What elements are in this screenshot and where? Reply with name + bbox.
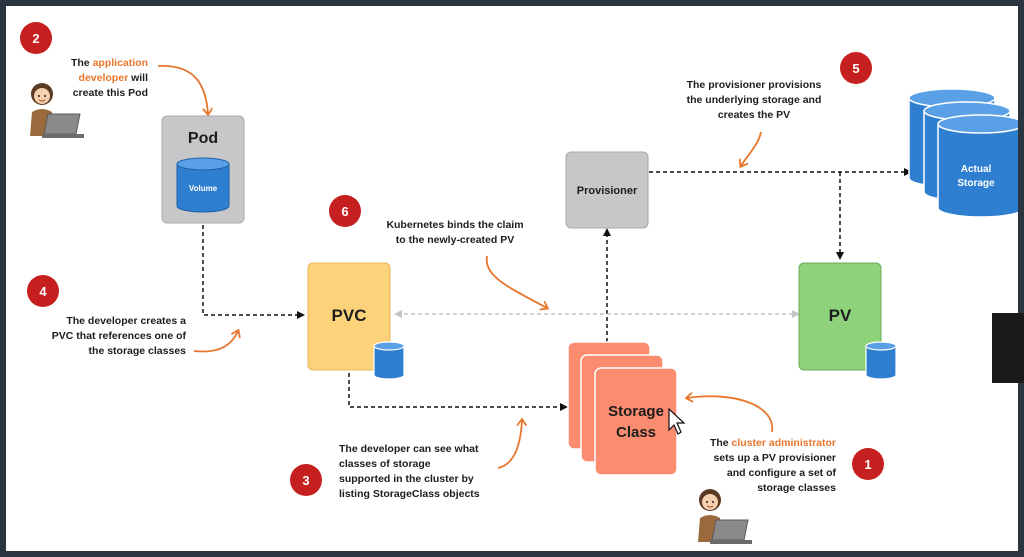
pvc-to-storageclass-connector (348, 373, 568, 411)
step-text: the underlying storage and (687, 94, 822, 106)
step-text: supported in the cluster by (339, 473, 474, 485)
diagram-canvas: Pod Volume Provisioner Actual Storage PV… (6, 6, 1018, 551)
pvc-node: PVC (307, 262, 405, 380)
step-text: storage classes (757, 482, 836, 494)
actual-storage-label-line1: Actual (961, 164, 992, 175)
step-text: The (710, 437, 732, 449)
step-text: The (71, 57, 93, 69)
step-text: sets up a PV provisioner (713, 452, 836, 464)
step-3-line: classes of storage (339, 458, 431, 470)
step-badge-2: 2 (20, 22, 52, 54)
dark-edge-strip (992, 313, 1024, 383)
step-3-line: listing StorageClass objects (339, 488, 480, 500)
administrator-avatar (698, 489, 752, 544)
step-text: The developer can see what (339, 443, 479, 455)
svg-text:2: 2 (32, 31, 39, 46)
step-6-description: Kubernetes binds the claim to the newly-c… (386, 219, 523, 246)
step-badge-4: 4 (27, 275, 59, 307)
storage-class-label-line2: Class (616, 424, 656, 441)
step-5-line: creates the PV (718, 109, 790, 121)
step-2-description: The application developer will create this… (71, 57, 148, 99)
kubernetes-storage-diagram: Pod Volume Provisioner Actual Storage PV… (20, 22, 1018, 544)
pvc-cylinder-icon (373, 341, 405, 380)
svg-text:5: 5 (852, 61, 859, 76)
step-2-line: The application (71, 57, 148, 69)
pointer-step-5 (741, 131, 762, 166)
step-badge-3: 3 (290, 464, 322, 496)
step-2-line: create this Pod (73, 87, 148, 99)
step-3-line: The developer can see what (339, 443, 479, 455)
step-1-line: and configure a set of (727, 467, 837, 479)
pointer-step-2 (157, 65, 208, 114)
step-descriptions: The cluster administrator sets up a PV pr… (52, 57, 837, 500)
storage-cylinder-icon (937, 114, 1018, 218)
volume-cylinder-icon (176, 157, 230, 213)
step-badge-6: 6 (329, 195, 361, 227)
provisioner-label: Provisioner (577, 185, 638, 197)
step-badge-1: 1 (852, 448, 884, 480)
step-3-line: supported in the cluster by (339, 473, 474, 485)
step-text: create this Pod (73, 87, 148, 99)
step-1-description: The cluster administrator sets up a PV pr… (710, 437, 837, 494)
step-4-line: PVC that references one of (52, 330, 187, 342)
step-text: the storage classes (89, 345, 187, 357)
pv-node: PV (798, 262, 897, 380)
actual-storage-label-line2: Storage (957, 178, 995, 189)
step-text: PVC that references one of (52, 330, 187, 342)
step-5-line: The provisioner provisions (687, 79, 822, 91)
step-text: classes of storage (339, 458, 431, 470)
step-badge-5: 5 (840, 52, 872, 84)
pv-cylinder-icon (865, 341, 897, 380)
step-text: The provisioner provisions (687, 79, 822, 91)
step-6-line: to the newly-created PV (396, 234, 514, 246)
pointer-step-4 (193, 331, 238, 353)
storage-class-node: Storage Class (567, 341, 678, 476)
svg-text:1: 1 (864, 457, 871, 472)
step-1-line: sets up a PV provisioner (713, 452, 836, 464)
actual-storage-node: Actual Storage (908, 88, 1018, 218)
pod-label: Pod (188, 130, 218, 147)
laptop-icon (710, 519, 752, 544)
step-1-line: storage classes (757, 482, 836, 494)
step-badges: 2 4 6 5 3 1 (20, 22, 884, 496)
step-text: Kubernetes binds the claim (386, 219, 523, 231)
pointer-step-6 (485, 255, 547, 308)
mouse-cursor-icon (668, 407, 686, 435)
highlighted-role-text: application (93, 57, 148, 69)
step-text: will (128, 72, 148, 84)
volume-label: Volume (189, 184, 218, 193)
step-text: listing StorageClass objects (339, 488, 480, 500)
storage-class-label-line1: Storage (608, 403, 664, 420)
connectors (202, 168, 912, 411)
step-4-line: The developer creates a (66, 315, 186, 327)
step-text: and configure a set of (727, 467, 837, 479)
pod-node: Pod Volume (161, 115, 245, 224)
step-text: The developer creates a (66, 315, 186, 327)
laptop-icon (42, 113, 84, 138)
step-3-description: The developer can see what classes of sto… (339, 443, 480, 500)
svg-text:3: 3 (302, 473, 309, 488)
highlighted-role-text: cluster administrator (732, 437, 836, 449)
step-2-line: developer will (79, 72, 149, 84)
pointer-arrows (157, 65, 773, 469)
pvc-label: PVC (332, 306, 367, 325)
step-5-line: the underlying storage and (687, 94, 822, 106)
pod-to-pvc-connector (202, 225, 305, 319)
svg-text:4: 4 (39, 284, 47, 299)
pointer-step-1 (687, 396, 773, 433)
svg-text:6: 6 (341, 204, 348, 219)
provisioner-node: Provisioner (565, 151, 649, 229)
step-4-line: the storage classes (89, 345, 187, 357)
step-1-line: The cluster administrator (710, 437, 836, 449)
step-6-line: Kubernetes binds the claim (386, 219, 523, 231)
highlighted-role-text: developer (79, 72, 129, 84)
step-4-description: The developer creates a PVC that referenc… (52, 315, 187, 357)
step-text: creates the PV (718, 109, 790, 121)
pointer-step-3 (497, 420, 522, 469)
step-text: to the newly-created PV (396, 234, 514, 246)
pv-label: PV (829, 306, 852, 325)
step-5-description: The provisioner provisions the underlying… (687, 79, 822, 121)
developer-avatar (30, 83, 84, 138)
